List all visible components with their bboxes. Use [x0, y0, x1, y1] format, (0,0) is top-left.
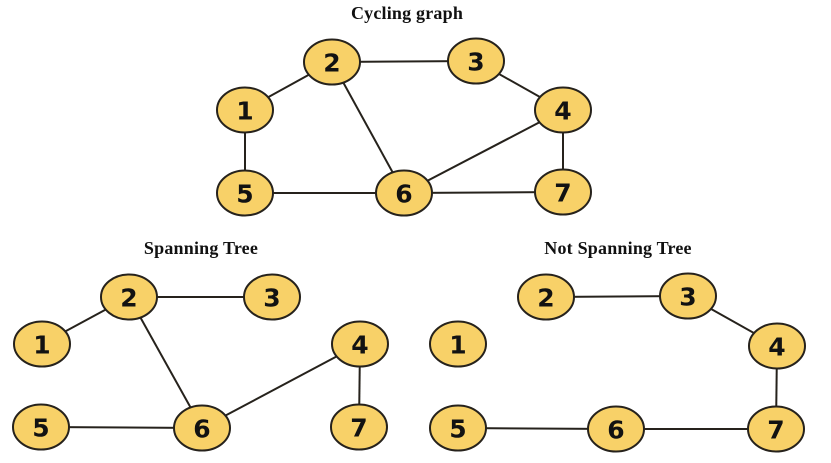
- node-cycling-graph-4: 4: [534, 86, 592, 134]
- node-ellipse: [12, 403, 70, 451]
- node-ellipse: [748, 322, 806, 370]
- node-label: 4: [768, 333, 785, 362]
- node-spanning-tree-6: 6: [173, 404, 231, 452]
- node-label: 2: [120, 284, 137, 313]
- node-label: 2: [537, 284, 554, 313]
- node-ellipse: [13, 320, 71, 368]
- node-ellipse: [659, 272, 717, 320]
- node-label: 3: [263, 284, 280, 313]
- node-ellipse: [447, 37, 505, 85]
- node-label: 2: [323, 49, 340, 78]
- node-ellipse: [747, 405, 805, 453]
- spanning-tree-title: Spanning Tree: [143, 238, 259, 258]
- graph-not-spanning-tree: 1 2 3 4 5 6 7: [429, 272, 806, 453]
- node-label: 4: [351, 331, 368, 360]
- node-label: 5: [32, 414, 49, 443]
- graph-spanning-tree: 1 2 3 4 5 6 7: [12, 273, 389, 452]
- node-cycling-graph-7: 7: [534, 168, 592, 216]
- edge-spanning-tree-6-4: [201, 343, 361, 429]
- node-not-spanning-tree-6: 6: [587, 405, 645, 453]
- node-label: 5: [236, 180, 253, 209]
- node-ellipse: [216, 86, 274, 134]
- edge-cycling-graph-2-6: [331, 61, 405, 194]
- node-cycling-graph-3: 3: [447, 37, 505, 85]
- node-cycling-graph-1: 1: [216, 86, 274, 134]
- node-spanning-tree-3: 3: [243, 273, 301, 321]
- node-label: 7: [767, 416, 784, 445]
- node-label: 4: [554, 97, 571, 126]
- node-label: 3: [679, 283, 696, 312]
- cycling-graph-title: Cycling graph: [350, 3, 464, 23]
- node-cycling-graph-5: 5: [216, 169, 274, 217]
- node-cycling-graph-2: 2: [303, 38, 361, 86]
- node-not-spanning-tree-3: 3: [659, 272, 717, 320]
- node-label: 3: [467, 48, 484, 77]
- node-label: 1: [236, 97, 253, 126]
- node-spanning-tree-4: 4: [331, 320, 389, 368]
- node-spanning-tree-5: 5: [12, 403, 70, 451]
- node-ellipse: [303, 38, 361, 86]
- node-not-spanning-tree-1: 1: [429, 320, 487, 368]
- node-ellipse: [375, 169, 433, 217]
- node-ellipse: [517, 273, 575, 321]
- node-ellipse: [173, 404, 231, 452]
- edge-cycling-graph-4-6: [403, 109, 564, 194]
- node-spanning-tree-7: 7: [330, 403, 388, 451]
- node-spanning-tree-1: 1: [13, 320, 71, 368]
- edge-spanning-tree-2-6: [128, 296, 203, 429]
- node-ellipse: [331, 320, 389, 368]
- node-not-spanning-tree-5: 5: [429, 404, 487, 452]
- node-spanning-tree-2: 2: [100, 273, 158, 321]
- node-label: 6: [193, 415, 210, 444]
- node-ellipse: [534, 168, 592, 216]
- node-label: 7: [554, 179, 571, 208]
- node-ellipse: [216, 169, 274, 217]
- node-ellipse: [243, 273, 301, 321]
- node-not-spanning-tree-4: 4: [748, 322, 806, 370]
- node-label: 5: [449, 415, 466, 444]
- node-label: 6: [395, 180, 412, 209]
- node-label: 1: [33, 331, 50, 360]
- node-not-spanning-tree-7: 7: [747, 405, 805, 453]
- node-ellipse: [534, 86, 592, 134]
- not-spanning-tree-title: Not Spanning Tree: [544, 238, 692, 258]
- node-ellipse: [429, 320, 487, 368]
- node-ellipse: [100, 273, 158, 321]
- node-label: 7: [350, 414, 367, 443]
- node-cycling-graph-6: 6: [375, 169, 433, 217]
- node-ellipse: [330, 403, 388, 451]
- node-ellipse: [429, 404, 487, 452]
- node-label: 1: [449, 331, 466, 360]
- node-not-spanning-tree-2: 2: [517, 273, 575, 321]
- node-ellipse: [587, 405, 645, 453]
- node-label: 6: [607, 416, 624, 445]
- graph-cycling-graph: 1 2 3 4 5 6 7: [216, 37, 592, 217]
